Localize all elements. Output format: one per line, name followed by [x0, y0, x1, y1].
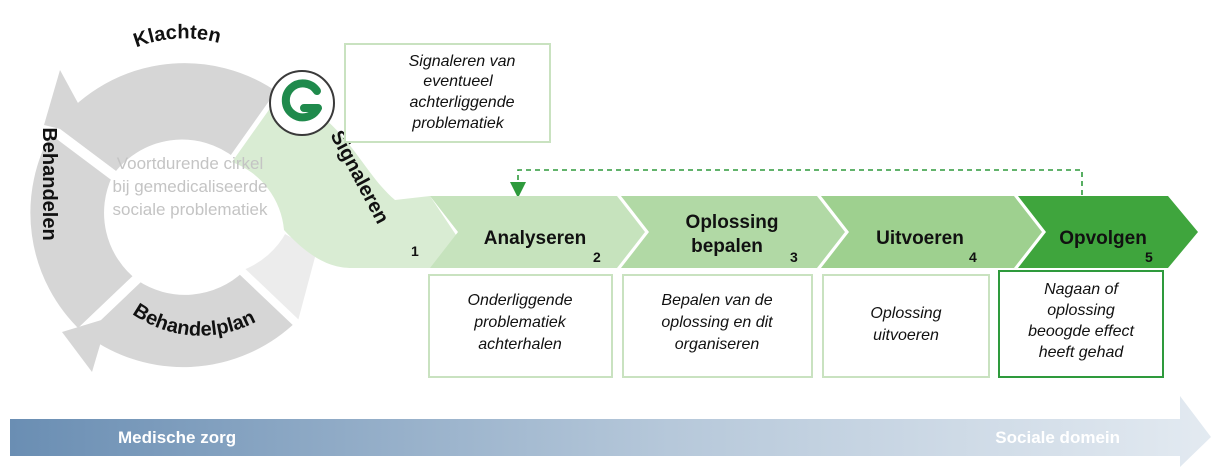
- step-chevron-shape: [621, 196, 845, 268]
- cycle-segment-left: [20, 119, 148, 342]
- signal-number: 1: [411, 243, 419, 259]
- description-box-frame: [428, 274, 613, 378]
- step-title: Analyseren: [484, 228, 586, 249]
- band-label-right: Sociale domein: [995, 428, 1120, 447]
- description-box-frame: [622, 274, 813, 378]
- cycle-center-line: bij gemedicaliseerde: [113, 177, 268, 196]
- signal-box-text: Signaleren van eventueel achterliggende …: [409, 53, 516, 132]
- description-box: Onderliggende problematiek achterhalen: [428, 274, 613, 378]
- description-line: organiseren: [675, 336, 760, 353]
- step-title: bepalen: [691, 236, 763, 257]
- cycle-center-line: Voortdurende cirkel: [117, 154, 263, 173]
- description-line: Oplossing: [870, 305, 941, 322]
- description-box: Bepalen van de oplossing en dit organise…: [622, 274, 813, 378]
- description-line: problematiek: [473, 314, 567, 331]
- feedback-arrow: [510, 169, 1083, 198]
- cycle-segment-top: [42, 53, 290, 186]
- description-box: Oplossing uitvoeren: [822, 274, 990, 378]
- cycle-center-text: Voortdurende cirkel bij gemedicaliseerde…: [113, 154, 268, 219]
- description-line: Bepalen van de: [661, 292, 772, 309]
- signal-box-line: achterliggende: [410, 94, 515, 111]
- description-box: Nagaan of oplossing beoogde effect heeft…: [998, 270, 1164, 378]
- step-number: 4: [969, 249, 977, 265]
- description-line: Onderliggende: [468, 292, 573, 309]
- description-line: Nagaan of: [1044, 281, 1119, 298]
- step-number: 2: [593, 249, 601, 265]
- cycle-arrowhead-top: [44, 70, 97, 138]
- domain-arrow-band: [10, 396, 1211, 467]
- cycle-label-klachten: Klachten: [131, 21, 223, 52]
- step-number: 5: [1145, 249, 1153, 265]
- cycle-arrowhead-left: [62, 318, 108, 372]
- description-box-frame: [998, 270, 1164, 378]
- step-title: Opvolgen: [1059, 228, 1147, 249]
- step-chevron-shape: [430, 196, 645, 268]
- step-chevron-shape: [1018, 196, 1198, 268]
- description-box-frame: [822, 274, 990, 378]
- step-chevron: Uitvoeren 4: [821, 196, 1042, 268]
- signal-band: [232, 90, 462, 268]
- signal-box: [344, 43, 551, 143]
- step-chevron: Opvolgen 5: [1018, 196, 1198, 268]
- cycle-segment-bottom: [70, 261, 308, 378]
- band-label-left: Medische zorg: [118, 428, 236, 447]
- description-line: oplossing en dit: [661, 314, 773, 331]
- step-chevron: Oplossing bepalen 3: [621, 196, 845, 268]
- cycle-ring: [20, 53, 324, 378]
- description-line: uitvoeren: [873, 327, 939, 344]
- step-title: Uitvoeren: [876, 228, 964, 249]
- description-line: beoogde effect: [1028, 323, 1134, 340]
- step-chevron-shape: [821, 196, 1042, 268]
- step-title: Oplossing: [686, 212, 779, 233]
- cycle-segment-right: [234, 225, 324, 331]
- step-chevron: Analyseren 2: [430, 196, 645, 268]
- step-number: 3: [790, 249, 798, 265]
- logo: [269, 70, 335, 136]
- description-line: oplossing: [1047, 302, 1115, 319]
- description-line: heeft gehad: [1039, 344, 1125, 361]
- cycle-label-behandelen: Behandelen: [38, 127, 60, 240]
- signal-box-line: problematiek: [411, 115, 505, 132]
- cycle-center-line: sociale problematiek: [113, 200, 268, 219]
- signal-box-line: eventueel: [423, 73, 493, 90]
- signal-box-line: Signaleren van: [409, 53, 516, 70]
- logo-g-icon: [281, 79, 322, 122]
- description-line: achterhalen: [478, 336, 562, 353]
